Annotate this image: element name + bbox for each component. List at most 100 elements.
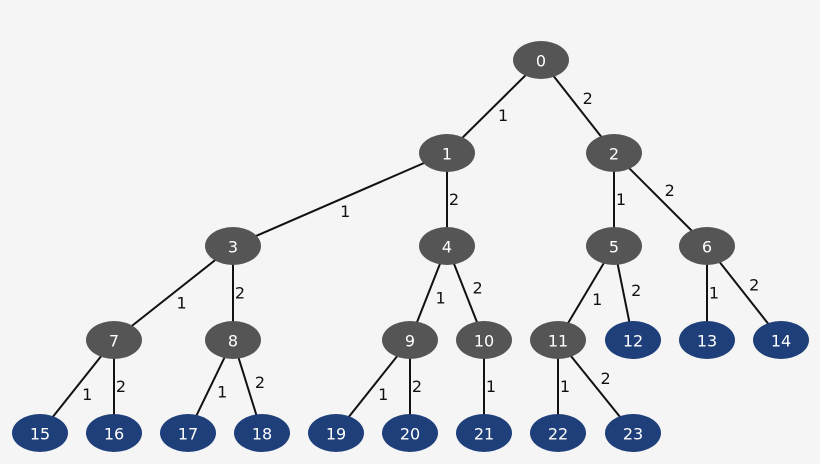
tree-node-21: 21 <box>456 414 512 452</box>
edge-label-8-18: 2 <box>255 373 265 392</box>
node-ellipse <box>679 321 735 359</box>
tree-node-1: 1 <box>419 134 475 172</box>
edge-label-1-3: 1 <box>340 202 350 221</box>
node-label: 14 <box>771 332 791 351</box>
node-label: 17 <box>178 425 198 444</box>
edge-label-5-12: 2 <box>631 281 641 300</box>
tree-node-3: 3 <box>205 227 261 265</box>
edge-label-4-10: 2 <box>473 279 483 298</box>
node-ellipse <box>12 414 68 452</box>
node-label: 5 <box>609 238 619 257</box>
edge-label-10-21: 1 <box>486 377 496 396</box>
node-label: 8 <box>228 332 238 351</box>
node-label: 19 <box>326 425 346 444</box>
node-label: 2 <box>609 145 619 164</box>
edge-label-3-7: 1 <box>176 294 186 313</box>
node-ellipse <box>456 414 512 452</box>
edge-label-3-8: 2 <box>235 284 245 303</box>
node-label: 3 <box>228 238 238 257</box>
node-label: 13 <box>697 332 717 351</box>
node-ellipse <box>86 321 142 359</box>
node-label: 16 <box>104 425 124 444</box>
edge-label-8-17: 1 <box>217 383 227 402</box>
node-ellipse <box>605 414 661 452</box>
node-label: 15 <box>30 425 50 444</box>
node-label: 4 <box>442 238 452 257</box>
node-ellipse <box>382 414 438 452</box>
tree-node-0: 0 <box>513 41 569 79</box>
node-ellipse <box>160 414 216 452</box>
tree-node-14: 14 <box>753 321 809 359</box>
node-ellipse <box>530 321 586 359</box>
node-ellipse <box>419 227 475 265</box>
tree-node-10: 10 <box>456 321 512 359</box>
node-ellipse <box>205 227 261 265</box>
edge-label-11-22: 1 <box>560 377 570 396</box>
tree-node-17: 17 <box>160 414 216 452</box>
edge-label-1-4: 2 <box>449 190 459 209</box>
node-ellipse <box>234 414 290 452</box>
tree-node-7: 7 <box>86 321 142 359</box>
node-ellipse <box>205 321 261 359</box>
tree-node-20: 20 <box>382 414 438 452</box>
edge-label-5-11: 1 <box>592 290 602 309</box>
node-label: 1 <box>442 145 452 164</box>
node-label: 18 <box>252 425 272 444</box>
edge-1-3 <box>232 152 448 247</box>
node-label: 22 <box>548 425 568 444</box>
tree-node-18: 18 <box>234 414 290 452</box>
node-ellipse <box>382 321 438 359</box>
node-ellipse <box>753 321 809 359</box>
edge-label-9-19: 1 <box>378 385 388 404</box>
node-ellipse <box>513 41 569 79</box>
edge-label-6-14: 2 <box>749 275 759 294</box>
edge-label-11-23: 2 <box>601 369 611 388</box>
tree-node-5: 5 <box>586 227 642 265</box>
tree-node-4: 4 <box>419 227 475 265</box>
tree-node-2: 2 <box>586 134 642 172</box>
node-ellipse <box>679 227 735 265</box>
edge-3-7 <box>113 245 234 341</box>
node-label: 6 <box>702 238 712 257</box>
node-ellipse <box>530 414 586 452</box>
edge-label-2-6: 2 <box>665 181 675 200</box>
edge-label-0-2: 2 <box>583 89 593 108</box>
edges-layer <box>39 59 782 434</box>
node-ellipse <box>456 321 512 359</box>
node-ellipse <box>605 321 661 359</box>
tree-node-11: 11 <box>530 321 586 359</box>
node-label: 12 <box>623 332 643 351</box>
node-ellipse <box>586 227 642 265</box>
edge-label-4-9: 1 <box>436 288 446 307</box>
node-ellipse <box>586 134 642 172</box>
edge-label-7-16: 2 <box>116 377 126 396</box>
tree-node-22: 22 <box>530 414 586 452</box>
tree-node-13: 13 <box>679 321 735 359</box>
tree-node-6: 6 <box>679 227 735 265</box>
node-label: 20 <box>400 425 420 444</box>
tree-node-19: 19 <box>308 414 364 452</box>
tree-node-16: 16 <box>86 414 142 452</box>
node-label: 11 <box>548 332 568 351</box>
tree-node-23: 23 <box>605 414 661 452</box>
edge-label-6-13: 1 <box>709 284 719 303</box>
node-ellipse <box>308 414 364 452</box>
tree-node-15: 15 <box>12 414 68 452</box>
edge-label-9-20: 2 <box>412 377 422 396</box>
edge-label-0-1: 1 <box>498 106 508 125</box>
node-ellipse <box>419 134 475 172</box>
node-ellipse <box>86 414 142 452</box>
node-label: 21 <box>474 425 494 444</box>
node-label: 0 <box>536 52 546 71</box>
tree-node-9: 9 <box>382 321 438 359</box>
node-label: 7 <box>109 332 119 351</box>
node-label: 23 <box>623 425 643 444</box>
edge-label-2-5: 1 <box>616 190 626 209</box>
edge-label-7-15: 1 <box>82 385 92 404</box>
node-label: 10 <box>474 332 494 351</box>
tree-node-8: 8 <box>205 321 261 359</box>
tree-node-12: 12 <box>605 321 661 359</box>
